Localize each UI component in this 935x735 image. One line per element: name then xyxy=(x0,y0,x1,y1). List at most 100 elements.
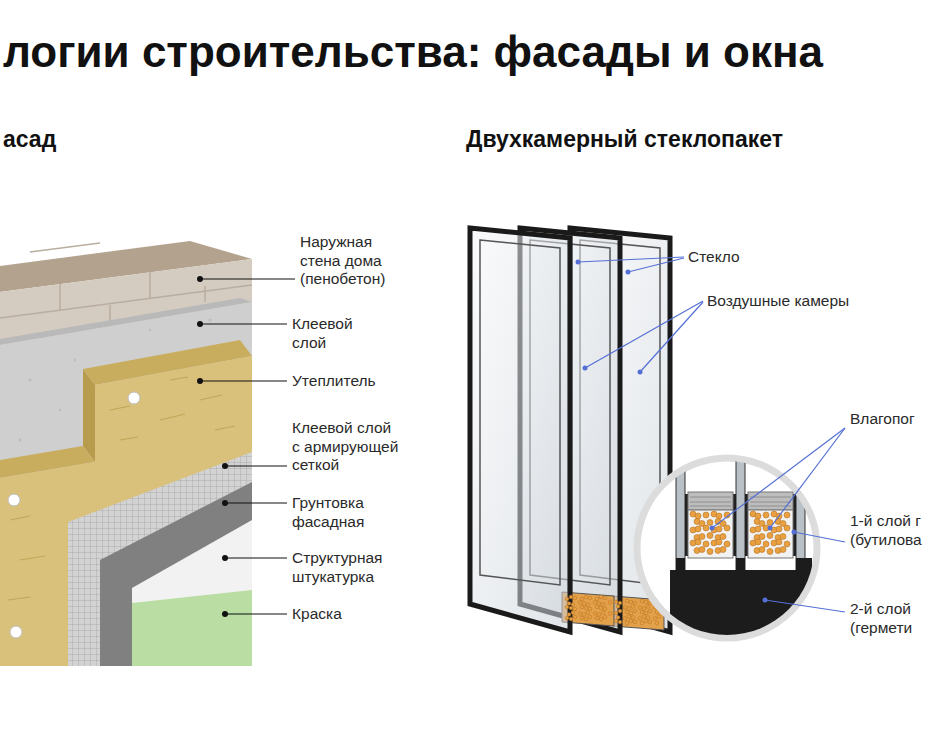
primer-layer xyxy=(100,482,252,666)
adhesive-speckles xyxy=(209,319,212,322)
desiccant-granule xyxy=(776,526,782,532)
desiccant-granule xyxy=(699,547,705,553)
desiccant-granule xyxy=(618,620,622,624)
window-leaders xyxy=(770,428,845,528)
desiccant-granule xyxy=(629,600,633,604)
magnifier xyxy=(637,430,817,650)
desiccant-granule xyxy=(573,607,577,611)
window-leaders xyxy=(578,257,684,262)
desiccant-granule xyxy=(638,606,642,610)
desiccant-granule xyxy=(653,617,657,621)
dowel xyxy=(10,626,22,638)
desiccant-granule xyxy=(646,616,650,620)
desiccant-granule xyxy=(584,606,588,610)
leader-dots xyxy=(197,321,203,327)
reinforcing-mesh xyxy=(68,452,252,666)
desiccant-granule xyxy=(716,513,722,519)
layer-label: Клеевой слой с армирующей сеткой xyxy=(292,419,401,475)
desiccant-granule xyxy=(625,610,629,614)
spacer-body xyxy=(748,510,793,558)
layer-label: Наружная стена дома (пенобетон) xyxy=(300,233,388,289)
glass-slab xyxy=(796,430,805,570)
dowel xyxy=(128,392,140,404)
desiccant-granule xyxy=(633,601,637,605)
desiccant-granule xyxy=(629,611,633,615)
desiccant-granule xyxy=(623,617,627,621)
window-leaders xyxy=(585,301,703,368)
window-leaders xyxy=(712,428,845,528)
insulation-front xyxy=(0,356,252,666)
leader-dots xyxy=(576,260,581,265)
leader-dots xyxy=(576,260,797,603)
section-heading: Двухкамерный стеклопакет xyxy=(466,126,783,154)
desiccant-granule xyxy=(614,600,618,604)
glass-pane xyxy=(470,228,570,632)
window-leaders xyxy=(765,600,845,612)
desiccant-granule xyxy=(629,619,633,623)
leader-dots xyxy=(710,526,715,531)
desiccant-granule xyxy=(633,620,637,624)
desiccant-granule xyxy=(595,616,599,620)
desiccant-granule xyxy=(724,525,730,531)
desiccant-granule xyxy=(707,549,713,555)
adhesive-speckles xyxy=(19,439,22,442)
desiccant-granule xyxy=(567,613,571,617)
desiccant-granule xyxy=(586,603,590,607)
plaster-layer xyxy=(132,520,252,666)
desiccant-granule xyxy=(776,539,782,545)
facade-leaders xyxy=(200,323,287,324)
part-label: 1-й слой г (бутилова xyxy=(850,512,924,549)
desiccant-granule xyxy=(580,605,584,609)
layer-label: Грунтовка фасадная xyxy=(292,494,367,531)
desiccant-granule xyxy=(588,596,592,600)
pane-frame xyxy=(480,240,560,585)
desiccant-granule xyxy=(588,615,592,619)
layer-label: Структурная штукатурка xyxy=(292,549,385,586)
desiccant-granule xyxy=(755,526,761,532)
facade-leaders xyxy=(225,502,287,503)
desiccant-granule xyxy=(707,533,713,539)
leader-dots xyxy=(763,598,768,603)
desiccant-granule xyxy=(608,612,612,616)
leader-dots xyxy=(222,463,228,469)
desiccant-granule xyxy=(595,597,599,601)
leader-dots xyxy=(197,276,203,282)
desiccant-granule xyxy=(573,596,577,600)
adhesive-layer xyxy=(0,302,252,666)
facade-illustration xyxy=(0,241,252,666)
desiccant-granule xyxy=(595,605,599,609)
desiccant-granule xyxy=(644,611,648,615)
facade-leaders xyxy=(200,380,287,381)
desiccant-granule xyxy=(631,605,635,609)
desiccant-granule xyxy=(695,526,701,532)
desiccant-granule xyxy=(580,597,584,601)
desiccant-granule xyxy=(616,605,620,609)
desiccant-granule xyxy=(584,617,588,621)
desiccant-granule xyxy=(646,605,650,609)
desiccant-granule xyxy=(625,621,629,625)
desiccant-granule xyxy=(578,612,582,616)
desiccant-granule xyxy=(569,595,573,599)
desiccant-granule xyxy=(703,541,709,547)
desiccant-granule xyxy=(593,612,597,616)
glass-slab xyxy=(736,430,745,570)
desiccant-granule xyxy=(627,615,631,619)
desiccant-granule xyxy=(582,613,586,617)
leader-dots xyxy=(583,366,588,371)
desiccant-granule xyxy=(638,617,642,621)
paint-layer xyxy=(132,590,252,666)
desiccant-granule xyxy=(755,513,761,519)
magnified-section xyxy=(670,430,812,650)
desiccant-granule xyxy=(707,520,713,526)
desiccant-granule xyxy=(695,513,701,519)
facade-leaders xyxy=(200,278,295,279)
desiccant-granule xyxy=(720,534,726,540)
desiccant-granule xyxy=(648,609,652,613)
desiccant-granule xyxy=(578,601,582,605)
desiccant-granule xyxy=(767,533,773,539)
desiccant-granule xyxy=(640,610,644,614)
desiccant-granule xyxy=(703,512,709,518)
leader-dots xyxy=(792,530,797,535)
